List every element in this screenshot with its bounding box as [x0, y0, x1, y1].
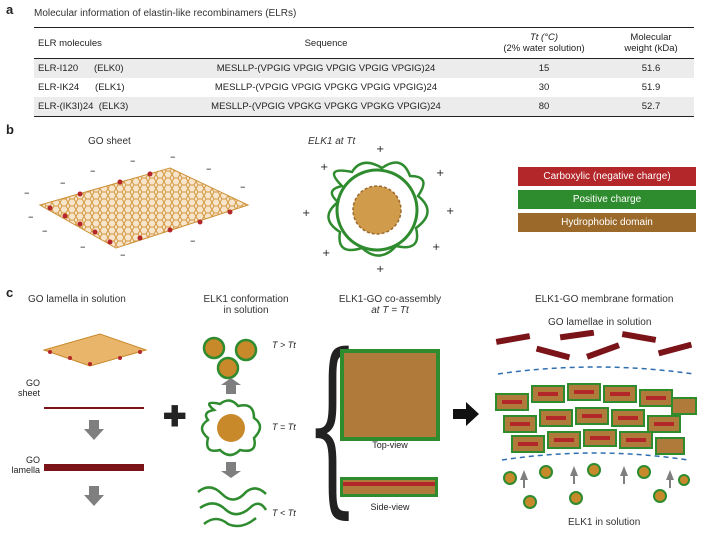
row-alias: (ELK3)	[98, 101, 129, 112]
go-sheet-label-line1: GO	[25, 378, 40, 388]
svg-text:+: +	[322, 248, 330, 259]
row-alias: (ELK0)	[93, 63, 124, 74]
go-lamella-label: GO lamella	[10, 455, 40, 475]
header-tt: Tt (°C) (2% water solution)	[480, 27, 608, 59]
row-sequence: MESLLP-(VPGIG VPGIG VPGIG VPGIG VPGIG)24	[172, 58, 480, 78]
go-sheet-line	[44, 407, 144, 409]
plus-icon: ✚	[163, 401, 187, 432]
go-sheet-illustration: ––– ––– ––– –––	[24, 150, 250, 260]
svg-text:+: +	[446, 206, 454, 217]
panel-b-letter: b	[6, 122, 14, 137]
header-tt-line2: (2% water solution)	[503, 43, 585, 54]
svg-text:–: –	[24, 186, 30, 199]
go-lamella-label-line2: lamella	[11, 465, 40, 475]
col2-title-line2: in solution	[223, 305, 269, 316]
elk1-extended-icon	[197, 486, 268, 528]
panel-a-letter: a	[6, 2, 14, 17]
row-tt: 30	[538, 82, 550, 93]
row-sequence: MESLLP-(VPGIG VPGIG VPGKG VPGIG VPGIG)24	[214, 82, 438, 93]
svg-text:–: –	[240, 180, 246, 193]
svg-text:+: +	[436, 168, 444, 179]
svg-text:+: +	[302, 208, 310, 219]
elk1-at-tt-label: ELK1 at Tt	[308, 136, 356, 147]
row-name: ELR-IK24	[38, 82, 80, 93]
svg-text:–: –	[120, 248, 126, 260]
panel-c-letter: c	[6, 285, 14, 300]
side-view-label: Side-view	[370, 502, 410, 512]
col3-title-line2: at T = Tt	[371, 305, 409, 316]
header-mw-line1: Molecular	[630, 32, 672, 43]
svg-text:+: +	[432, 242, 440, 253]
up-arrow-icon	[221, 378, 241, 394]
header-mw: Molecular weight (kDa)	[608, 27, 694, 59]
col3-title-line1: ELK1-GO co-assembly	[338, 294, 442, 305]
row-name: ELR-(IK3I)24	[38, 101, 94, 112]
svg-text:–: –	[206, 162, 212, 175]
t-below-label: T < Tt	[272, 508, 296, 518]
legend-carboxylic: Carboxylic (negative charge)	[518, 167, 696, 186]
elr-table: ELR molecules Sequence Tt (°C) (2% water…	[34, 27, 694, 117]
t-above-label: T > Tt	[272, 340, 296, 350]
header-molecules: ELR molecules	[34, 27, 172, 59]
col1-title: GO lamella in solution	[28, 294, 126, 305]
legend-positive-charge: Positive charge	[518, 190, 696, 209]
row-sequence: MESLLP-(VPGIG VPGKG VPGKG VPGKG VPGIG)24	[172, 97, 480, 117]
go-sheet-label: GO sheet	[88, 136, 131, 147]
table-row: ELR-(IK3I)24 (ELK3) MESLLP-(VPGIG VPGKG …	[34, 97, 694, 117]
svg-text:–: –	[170, 150, 176, 163]
header-mw-line2: weight (kDa)	[624, 43, 678, 54]
col2-title: ELK1 conformation in solution	[196, 294, 296, 316]
row-mw: 52.7	[608, 97, 694, 117]
top-view-label: Top-view	[372, 440, 408, 450]
side-view-lamella	[343, 482, 435, 486]
header-tt-line1: Tt (°C)	[529, 32, 559, 43]
row-alias: (ELK1)	[95, 82, 125, 93]
down-arrow-icon	[84, 420, 104, 440]
svg-text:–: –	[90, 164, 96, 177]
col4-title: ELK1-GO membrane formation	[535, 294, 674, 305]
table-row: ELR-I120 (ELK0) MESLLP-(VPGIG VPGIG VPGI…	[34, 58, 694, 78]
go-lamellae-solution-label: GO lamellae in solution	[548, 317, 652, 328]
svg-text:+: +	[376, 146, 384, 155]
col3-title: ELK1-GO co-assembly at T = Tt	[330, 294, 450, 316]
header-sequence: Sequence	[172, 27, 480, 59]
svg-text:–: –	[130, 154, 136, 167]
svg-text:+: +	[320, 162, 328, 173]
table-title: Molecular information of elastin-like re…	[34, 8, 297, 19]
row-name: ELR-I120	[38, 63, 79, 74]
side-view-block	[340, 477, 438, 497]
svg-text:–: –	[60, 176, 66, 189]
elk1-aggregated-icon	[202, 336, 258, 380]
t-equal-label: T = Tt	[272, 422, 296, 432]
down-arrow-icon	[221, 462, 241, 478]
go-lamella-bar	[44, 464, 144, 471]
elk1-coil-illustration: + + + + + + + +	[302, 146, 454, 275]
svg-text:–: –	[42, 224, 48, 237]
row-tt: 80	[480, 97, 608, 117]
row-mw: 51.9	[641, 82, 661, 93]
go-sheet-small	[42, 333, 148, 367]
col2-title-line1: ELK1 conformation	[203, 294, 289, 305]
go-sheet-label-c: GO sheet	[10, 378, 40, 398]
down-arrow-icon	[84, 486, 104, 506]
top-view-block	[340, 349, 440, 441]
membrane-formation-illustration	[495, 330, 697, 509]
svg-text:–: –	[190, 234, 196, 247]
row-mw: 51.6	[608, 58, 694, 78]
row-molecule: ELR-I120 (ELK0)	[34, 58, 172, 78]
legend-hydrophobic: Hydrophobic domain	[518, 213, 696, 232]
svg-text:–: –	[80, 240, 86, 253]
go-lamella-label-line1: GO	[25, 455, 40, 465]
right-arrow-icon	[453, 402, 479, 426]
row-molecule: ELR-IK24 (ELK1)	[34, 78, 172, 97]
table-row: ELR-IK24 (ELK1) MESLLP-(VPGIG VPGIG VPGK…	[34, 78, 694, 97]
elk1-coil-small-icon	[200, 399, 262, 457]
svg-text:+: +	[376, 264, 384, 275]
row-molecule: ELR-(IK3I)24 (ELK3)	[34, 97, 172, 117]
go-sheet-label-line2: sheet	[17, 388, 40, 398]
row-tt: 15	[480, 58, 608, 78]
elk1-solution-label: ELK1 in solution	[568, 517, 641, 528]
svg-text:–: –	[28, 210, 34, 223]
